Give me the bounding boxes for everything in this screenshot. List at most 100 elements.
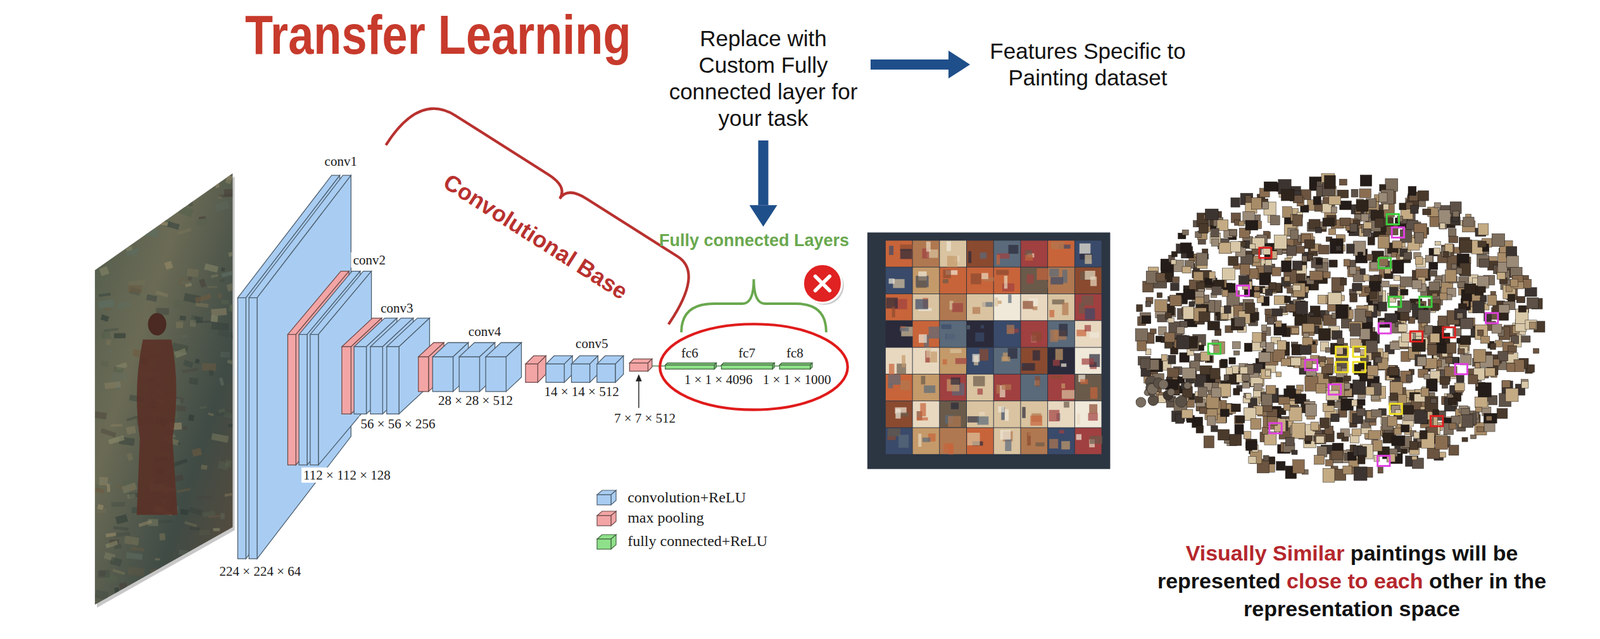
feature-patch xyxy=(1076,434,1082,441)
thumbnail xyxy=(1206,416,1216,427)
thumbnail xyxy=(1330,207,1337,214)
feature-patch xyxy=(943,429,948,443)
thumbnail xyxy=(1235,415,1245,423)
thumbnail xyxy=(1253,384,1262,392)
embedding-cloud xyxy=(1135,173,1545,483)
thumbnail xyxy=(1304,239,1315,249)
feature-patch xyxy=(1051,241,1064,250)
curly-brace xyxy=(385,92,702,325)
thumbnail xyxy=(1337,240,1343,246)
feature-patch xyxy=(1036,268,1050,280)
thumbnail xyxy=(1318,328,1331,341)
thumbnail xyxy=(1408,186,1417,196)
feature-patch xyxy=(1090,387,1098,399)
feature-patch xyxy=(968,251,972,264)
brush-stroke xyxy=(110,212,128,221)
feature-patch xyxy=(1061,441,1071,450)
thumbnail xyxy=(1490,291,1496,296)
thumbnail xyxy=(1139,312,1151,324)
thumbnail xyxy=(1305,404,1317,417)
thumbnail xyxy=(1272,267,1281,277)
feature-patch xyxy=(926,348,932,359)
brush-stroke xyxy=(111,502,126,508)
brush-stroke xyxy=(104,381,121,391)
conv-layer-block-front xyxy=(485,357,506,392)
brush-stroke xyxy=(131,212,136,218)
feature-cell xyxy=(1075,321,1102,347)
feature-cell xyxy=(966,374,994,401)
thumbnail xyxy=(1228,256,1239,266)
thumbnail xyxy=(1452,210,1459,217)
thumbnail xyxy=(1261,394,1273,406)
feature-cell xyxy=(994,267,1021,294)
thumbnail xyxy=(1387,416,1397,427)
feature-patch xyxy=(979,349,989,361)
brush-stroke xyxy=(127,284,143,294)
brush-stroke xyxy=(94,411,108,420)
thumbnail xyxy=(1351,400,1358,407)
thumbnail xyxy=(1363,274,1369,282)
thumbnail xyxy=(1401,405,1414,415)
thumbnail xyxy=(1473,349,1486,363)
conv-layer-block-front xyxy=(597,364,616,383)
thumbnail xyxy=(1343,259,1350,267)
feature-grid-frame xyxy=(867,232,1111,470)
feature-cell xyxy=(885,374,913,401)
thumbnail xyxy=(1445,357,1453,365)
thumbnail xyxy=(1211,388,1221,398)
thumbnail xyxy=(1516,296,1525,304)
conv-layer-block-front xyxy=(432,357,453,392)
painting xyxy=(94,173,251,613)
conv-layer-block-front xyxy=(459,357,480,392)
thumbnail xyxy=(1425,255,1433,263)
feature-patch xyxy=(926,241,931,252)
feature-cell xyxy=(1020,294,1048,321)
thumbnail xyxy=(1444,243,1454,253)
thumbnail xyxy=(1448,445,1459,456)
feature-patch xyxy=(1063,402,1070,408)
feature-grid xyxy=(867,232,1111,470)
feature-cell xyxy=(885,428,913,454)
feature-patch xyxy=(1021,363,1036,372)
brush-stroke xyxy=(136,228,151,235)
brush-stroke xyxy=(155,191,170,197)
feature-patch xyxy=(1050,277,1064,285)
thumbnail xyxy=(1292,283,1305,297)
thumbnail xyxy=(1401,333,1414,342)
thumbnail xyxy=(1461,414,1473,429)
feature-cell xyxy=(939,374,967,401)
thumbnail xyxy=(1359,372,1367,382)
brush-stroke xyxy=(147,598,153,606)
conv-layer-block-front xyxy=(386,346,399,415)
brush-stroke xyxy=(105,532,117,538)
feature-patch xyxy=(980,325,984,330)
feature-cell xyxy=(994,348,1021,375)
brush-stroke xyxy=(198,604,215,614)
brush-stroke xyxy=(111,372,128,382)
brush-stroke xyxy=(188,186,193,190)
thumbnail xyxy=(1439,223,1446,230)
thumbnail xyxy=(1349,224,1358,233)
thumbnail xyxy=(1438,210,1451,225)
feature-cell xyxy=(966,321,994,347)
thumbnail xyxy=(1183,289,1195,300)
feature-patch xyxy=(942,359,948,365)
feature-patch xyxy=(947,416,961,428)
feature-patch xyxy=(952,303,964,313)
feature-patch xyxy=(1089,332,1100,339)
thumbnail xyxy=(1314,203,1323,212)
thumbnail xyxy=(1242,374,1250,382)
conv-layer-block-side xyxy=(318,271,372,466)
feature-patch xyxy=(1002,352,1008,361)
thumbnail xyxy=(1363,229,1371,237)
thumbnail xyxy=(1240,264,1250,275)
feature-patch xyxy=(994,297,999,307)
brush-stroke xyxy=(213,541,228,551)
thumbnail xyxy=(1463,217,1475,227)
feature-cell xyxy=(1075,348,1102,375)
thumbnail xyxy=(1280,359,1291,366)
thumbnail xyxy=(1358,455,1366,465)
thumbnail xyxy=(1411,456,1418,461)
brush-stroke xyxy=(126,453,134,462)
